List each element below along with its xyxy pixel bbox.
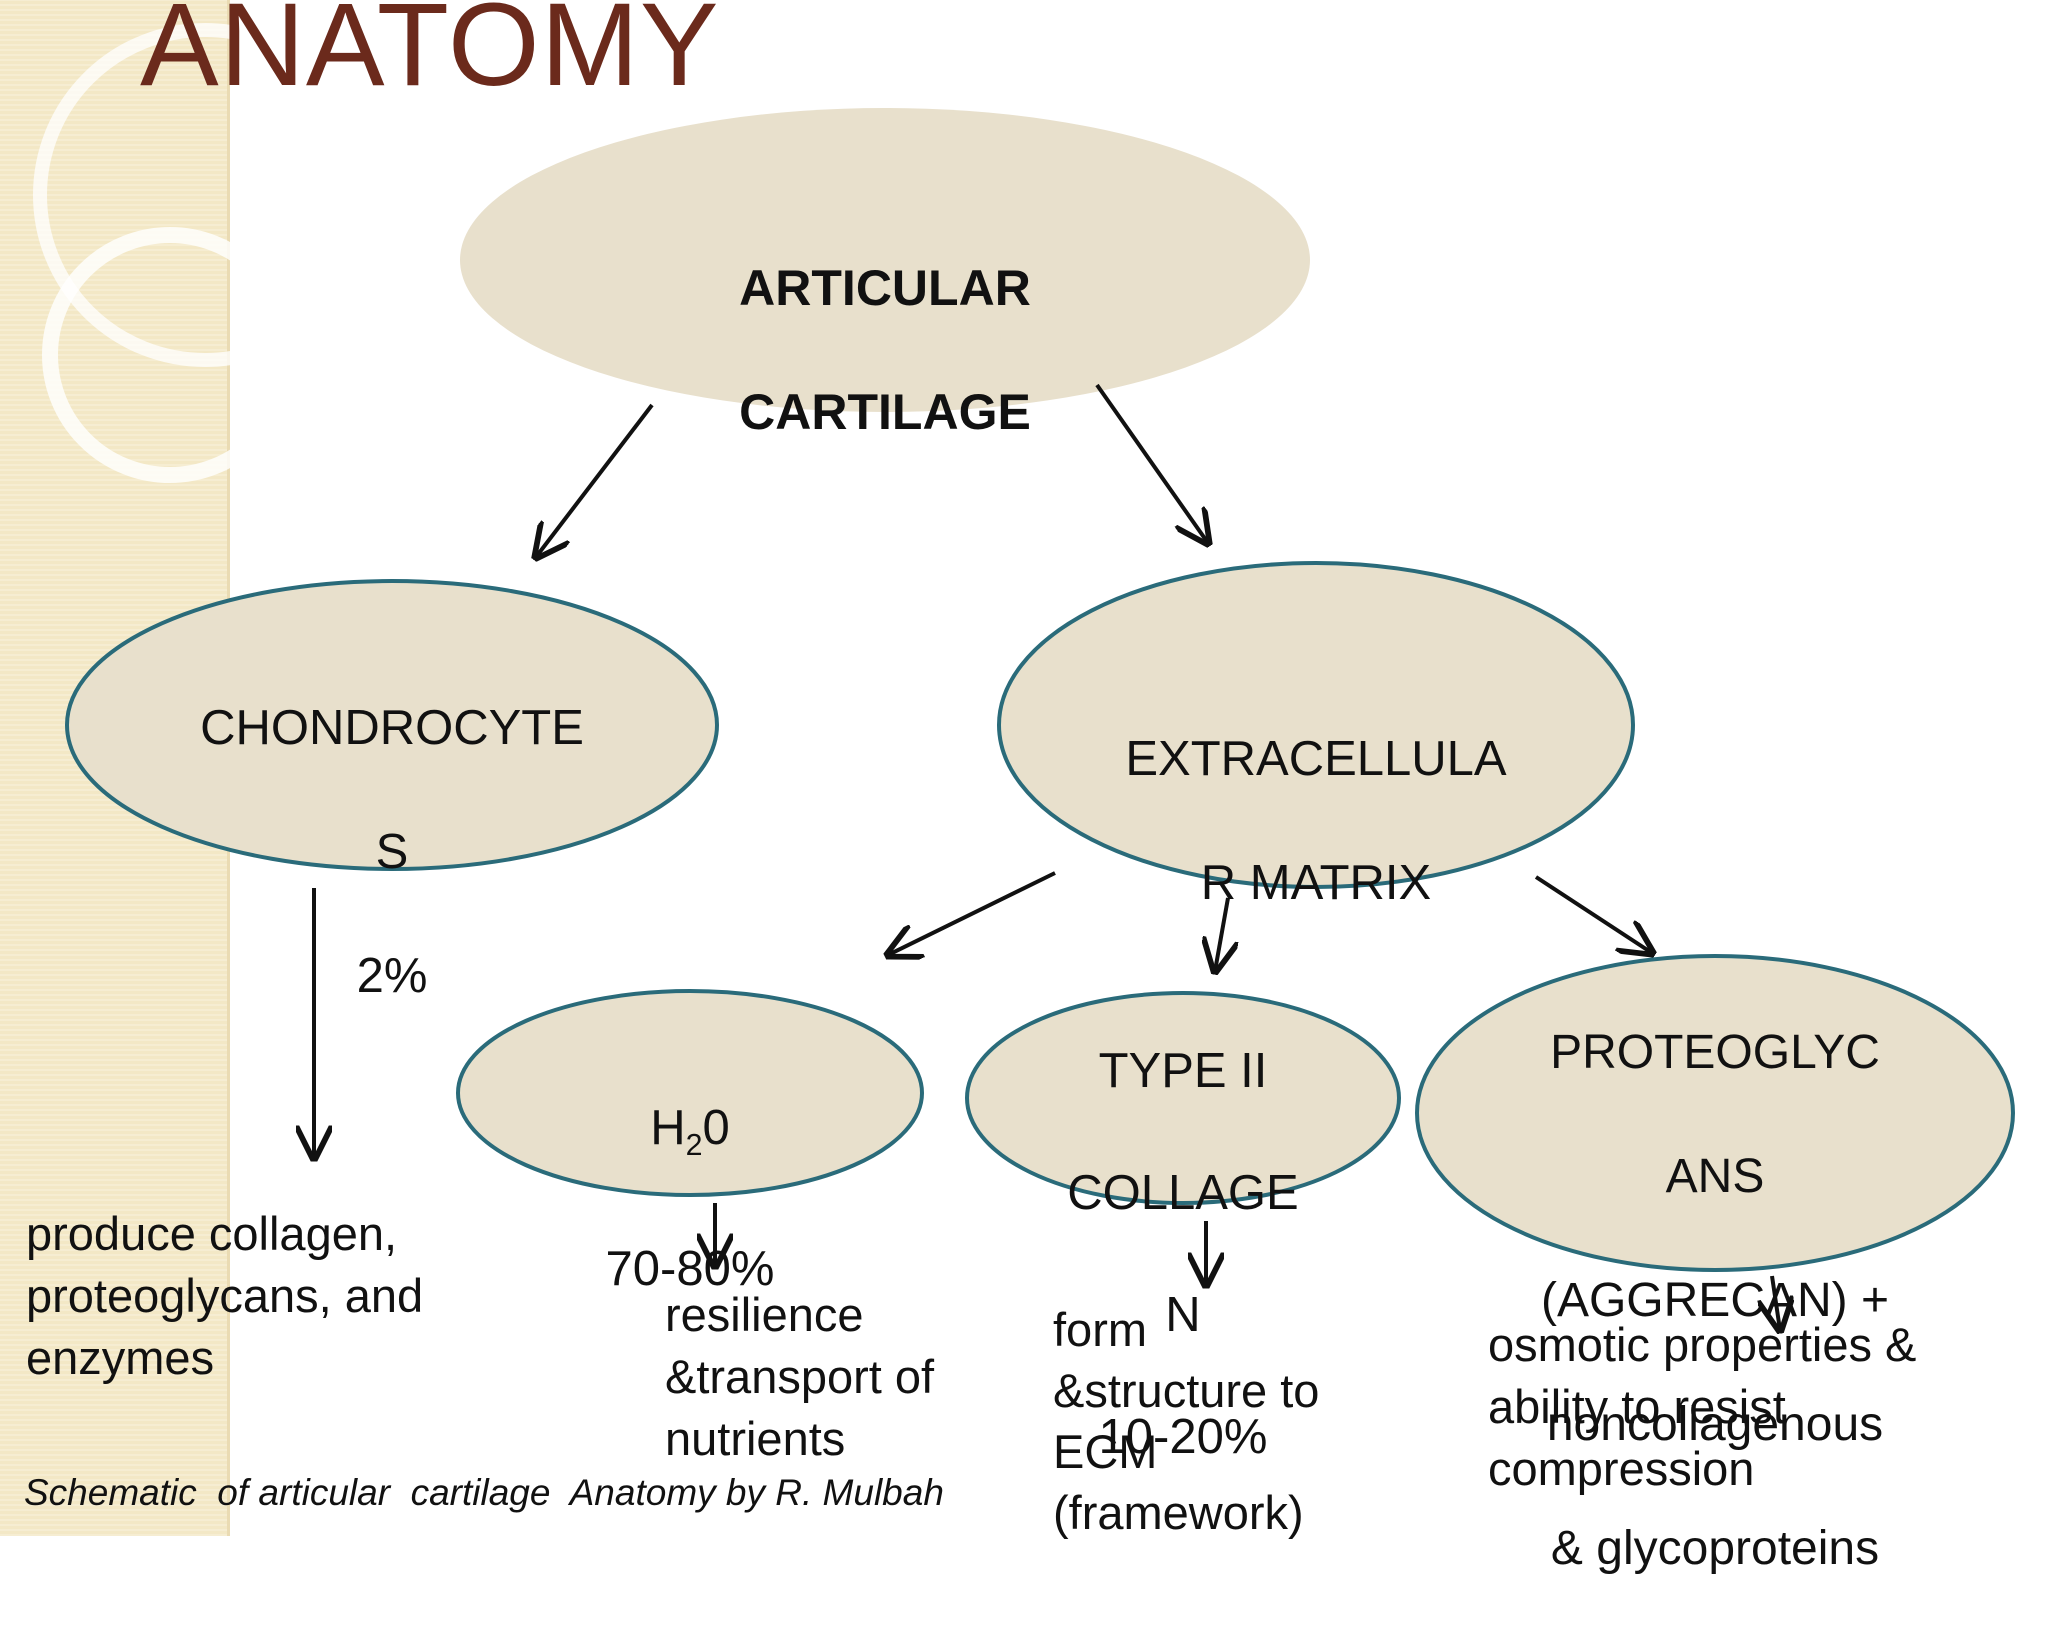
page-title: ANATOMY	[140, 0, 720, 111]
chondrocytes-label: CHONDROCYTE S 2%	[142, 635, 642, 1069]
water-formula: H20	[490, 1097, 890, 1176]
water-formula-subscript: 2	[685, 1127, 703, 1162]
node-proteoglycans	[1415, 954, 2015, 1272]
collagen-label-line-4: 10-20%	[1098, 1410, 1268, 1464]
arrow-ecm-to-proteoglycans	[1534, 875, 1652, 953]
water-formula-main: H	[650, 1101, 686, 1155]
diagram-canvas	[33, 23, 2015, 1536]
proteoglycans-label-line-3: (AGGRECAN) +	[1540, 1274, 1890, 1327]
proteoglycans-label-line-4: noncollagenous	[1546, 1398, 1884, 1451]
proteoglycans-label-line-5: & glycoproteins	[1550, 1522, 1880, 1575]
collagen-label-line-2: COLLAGE	[1067, 1166, 1299, 1220]
chondrocytes-description: produce collagen, proteoglycans, and enz…	[26, 1207, 424, 1384]
arrow-root-to-chondrocytes	[536, 403, 654, 557]
arrow-root-to-ecm	[1095, 383, 1208, 543]
collagen-description: form &structure to ECM (framework)	[1053, 1303, 1320, 1539]
proteoglycans-label-line-1: PROTEOGLYC	[1550, 1026, 1880, 1079]
collagen-label: TYPE II COLLAGE N 10-20%	[993, 980, 1373, 1529]
water-label: H20 70-80%	[490, 1035, 890, 1362]
node-extracellular-matrix	[997, 561, 1635, 889]
figure-caption: Schematic of articular cartilage Anatomy…	[24, 1472, 944, 1513]
collagen-label-line-3: N	[1165, 1288, 1201, 1342]
water-percentage: 70-80%	[605, 1241, 775, 1296]
arrow-ecm-to-collagen	[1215, 897, 1228, 971]
chondrocytes-label-line-2: S	[375, 825, 409, 879]
proteoglycans-label-line-2: ANS	[1665, 1150, 1765, 1203]
water-formula-end: 0	[702, 1101, 730, 1155]
decorative-ring-small	[42, 227, 298, 483]
root-label-line-2: CARTILAGE	[739, 384, 1031, 440]
collagen-label-line-1: TYPE II	[1098, 1044, 1268, 1098]
arrow-proteoglycans-to-description	[1772, 1275, 1780, 1330]
node-type-ii-collagen	[965, 991, 1401, 1205]
root-label-line-1: ARTICULAR	[739, 260, 1031, 316]
water-description: resilience &transport of nutrients	[665, 1288, 935, 1465]
proteoglycans-description: osmotic properties & ability to resist c…	[1488, 1318, 1917, 1495]
ecm-label-line-2: R MATRIX	[1200, 856, 1432, 910]
chondrocytes-label-line-3: 2%	[356, 949, 428, 1003]
node-chondrocytes	[65, 579, 719, 871]
node-water	[456, 989, 924, 1197]
arrow-ecm-to-water	[888, 871, 1056, 955]
proteoglycans-label: PROTEOGLYC ANS (AGGRECAN) + noncollageno…	[1450, 960, 1980, 1642]
ecm-label-line-1: EXTRACELLULA	[1125, 732, 1507, 786]
node-articular-cartilage	[460, 108, 1310, 412]
chondrocytes-label-line-1: CHONDROCYTE	[200, 701, 584, 755]
ecm-label: EXTRACELLULA R MATRIX	[1066, 666, 1566, 976]
root-label: ARTICULAR CARTILAGE	[635, 195, 1135, 505]
decorative-ring-large	[33, 23, 377, 367]
